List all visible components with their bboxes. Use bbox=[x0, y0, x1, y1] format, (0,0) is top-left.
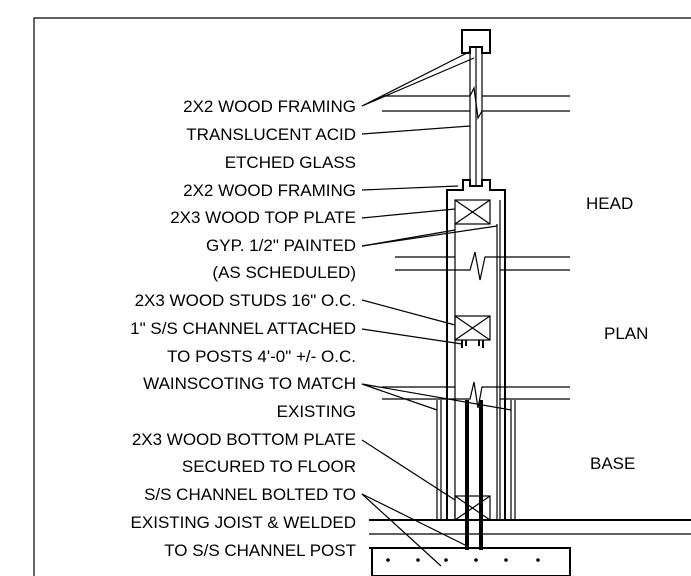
label-2x2-wood-framing-top: 2X2 WOOD FRAMING bbox=[183, 97, 356, 116]
label-ss-channel-bolted: S/S CHANNEL BOLTED TO bbox=[144, 485, 356, 504]
label-2x3-bottom-plate: 2X3 WOOD BOTTOM PLATE bbox=[132, 430, 356, 449]
label-to-ss-channel-post: TO S/S CHANNEL POST bbox=[164, 541, 356, 560]
label-wainscoting: WAINSCOTING TO MATCH bbox=[143, 374, 356, 393]
callout-labels: 2X2 WOOD FRAMING TRANSLUCENT ACID ETCHED… bbox=[130, 97, 356, 560]
leader-lines bbox=[361, 51, 512, 567]
ss-channel-post bbox=[465, 400, 469, 550]
section-title-head: HEAD bbox=[586, 194, 633, 213]
base-detail bbox=[369, 400, 691, 576]
label-ss-channel-attached: 1" S/S CHANNEL ATTACHED bbox=[130, 319, 356, 338]
label-etched-glass: ETCHED GLASS bbox=[225, 153, 356, 172]
section-title-plan: PLAN bbox=[604, 324, 648, 343]
label-secured-to-floor: SECURED TO FLOOR bbox=[182, 457, 356, 476]
label-2x2-wood-framing: 2X2 WOOD FRAMING bbox=[183, 181, 356, 200]
ss-channel bbox=[461, 340, 484, 348]
top-plate bbox=[454, 199, 491, 225]
wall-outline bbox=[446, 179, 506, 520]
section-title-base: BASE bbox=[590, 454, 635, 473]
label-2x3-studs: 2X3 WOOD STUDS 16" O.C. bbox=[135, 291, 356, 310]
label-existing: EXISTING bbox=[277, 402, 356, 421]
label-to-posts: TO POSTS 4'-0" +/- O.C. bbox=[167, 347, 356, 366]
drawing-border bbox=[33, 17, 691, 576]
label-gyp-painted: GYP. 1/2" PAINTED bbox=[206, 236, 356, 255]
concrete-dots bbox=[386, 558, 540, 562]
label-2x3-top-plate: 2X3 WOOD TOP PLATE bbox=[170, 208, 356, 227]
joist bbox=[371, 547, 571, 576]
label-existing-joist: EXISTING JOIST & WELDED bbox=[131, 513, 356, 532]
stud-box bbox=[454, 315, 491, 341]
label-translucent-acid: TRANSLUCENT ACID bbox=[186, 125, 356, 144]
head-detail bbox=[446, 29, 506, 520]
label-as-scheduled: (AS SCHEDULED) bbox=[212, 263, 356, 282]
break-lines bbox=[382, 85, 570, 409]
